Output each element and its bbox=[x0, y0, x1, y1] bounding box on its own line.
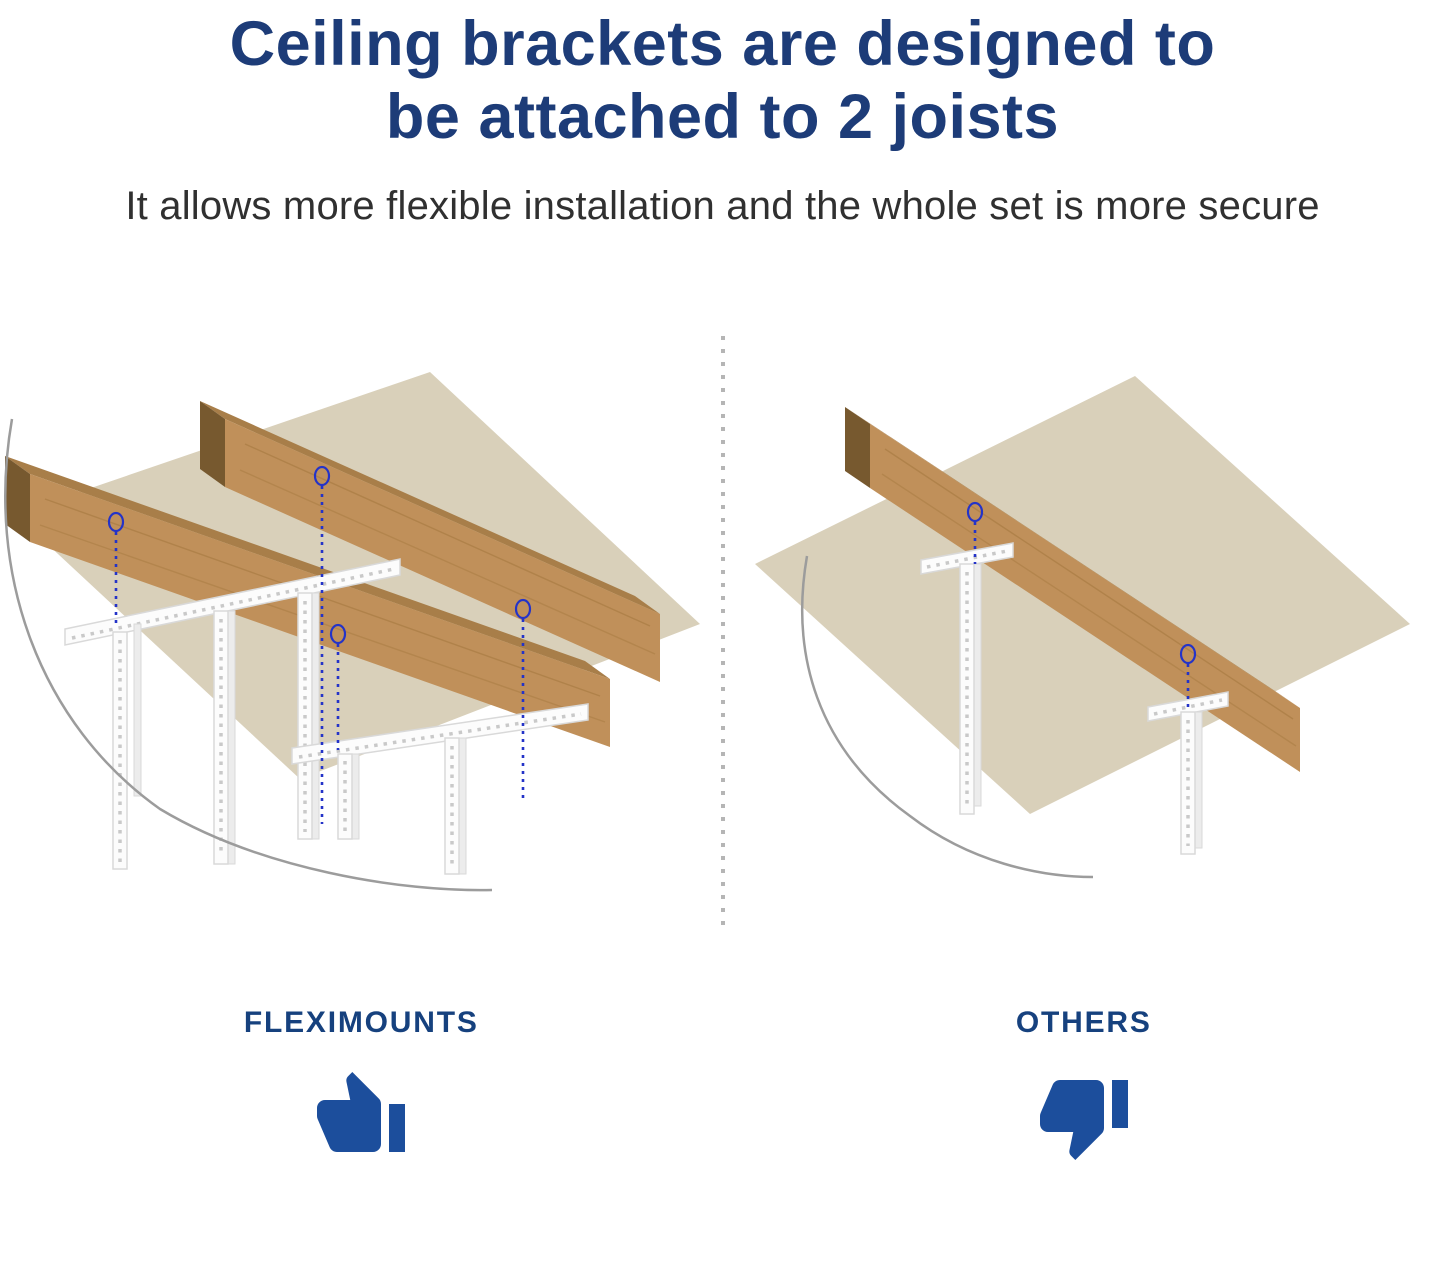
vertical-bracket-a bbox=[959, 563, 982, 815]
joist-single bbox=[845, 407, 1300, 773]
drywall-curve-line bbox=[4, 418, 493, 892]
others-column: OTHERS bbox=[723, 1006, 1445, 1164]
others-panel bbox=[745, 324, 1445, 954]
fleximounts-label: FLEXIMOUNTS bbox=[243, 1006, 479, 1040]
screw-marker-2 bbox=[313, 466, 331, 825]
screw-marker-1 bbox=[107, 512, 125, 625]
screw-marker-1 bbox=[966, 502, 984, 565]
divider bbox=[700, 324, 745, 936]
vertical-bracket-5 bbox=[444, 737, 467, 875]
screw-marker-3 bbox=[329, 624, 347, 751]
joist-back bbox=[200, 401, 660, 683]
others-illustration bbox=[755, 376, 1410, 879]
page-subtitle: It allows more flexible installation and… bbox=[125, 184, 1320, 229]
screw-marker-4 bbox=[514, 599, 532, 803]
vertical-bracket-b bbox=[1180, 711, 1203, 855]
fleximounts-column: FLEXIMOUNTS bbox=[0, 1006, 723, 1164]
drywall-curve-line bbox=[801, 555, 1094, 879]
horizontal-bracket-lower bbox=[291, 703, 589, 766]
screw-marker-2 bbox=[1179, 644, 1197, 711]
vertical-bracket-3 bbox=[297, 592, 320, 840]
fleximounts-panel bbox=[0, 324, 700, 954]
comparison-area bbox=[0, 324, 1445, 956]
joist-front bbox=[5, 456, 610, 748]
others-verdict bbox=[723, 1068, 1445, 1164]
vertical-bracket-4 bbox=[337, 753, 360, 840]
thumbs-up-icon bbox=[317, 1072, 406, 1153]
horizontal-bracket-a bbox=[920, 542, 1014, 576]
divider-dotted-line bbox=[720, 336, 725, 935]
thumbs-down-icon bbox=[1039, 1080, 1128, 1161]
others-label: OTHERS bbox=[1015, 1006, 1152, 1040]
fleximounts-illustration bbox=[4, 372, 700, 892]
horizontal-bracket-upper bbox=[64, 558, 401, 647]
title-line-2: be attached to 2 joists bbox=[385, 82, 1060, 153]
vertical-bracket-1 bbox=[112, 623, 142, 870]
labels-row: FLEXIMOUNTS OTHERS bbox=[0, 1006, 1445, 1164]
fleximounts-verdict bbox=[0, 1068, 723, 1164]
vertical-bracket-2 bbox=[213, 610, 236, 865]
title-line-1: Ceiling brackets are designed to bbox=[229, 9, 1216, 79]
